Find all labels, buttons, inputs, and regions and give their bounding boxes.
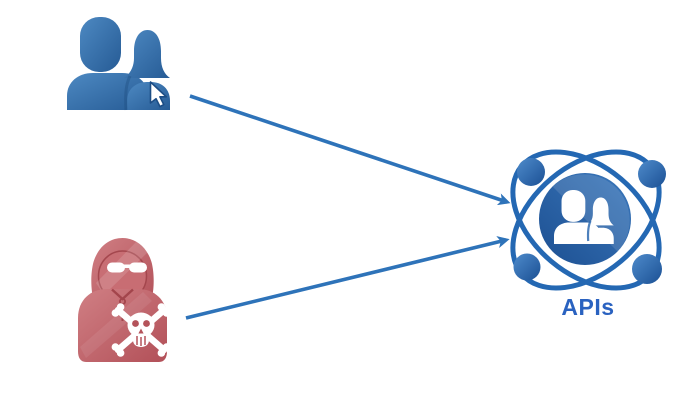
network-node — [517, 158, 545, 186]
network-node — [513, 253, 541, 281]
hacker-to-api-arrow — [185, 236, 510, 320]
api-users-crease — [586, 220, 592, 242]
users-to-api-arrow — [189, 94, 511, 206]
users-body-crease — [124, 75, 132, 111]
api-label: APIs — [561, 294, 614, 320]
network-node — [632, 254, 662, 284]
hooded-hacker-icon — [78, 238, 171, 362]
users-icon — [67, 17, 170, 111]
sunglasses-icon — [107, 262, 147, 273]
mouse-cursor-icon — [149, 81, 168, 108]
body-highlight — [80, 292, 152, 358]
skull-crossbones-icon — [111, 303, 171, 357]
network-node — [638, 160, 666, 188]
api-network-icon: APIs — [510, 149, 666, 320]
